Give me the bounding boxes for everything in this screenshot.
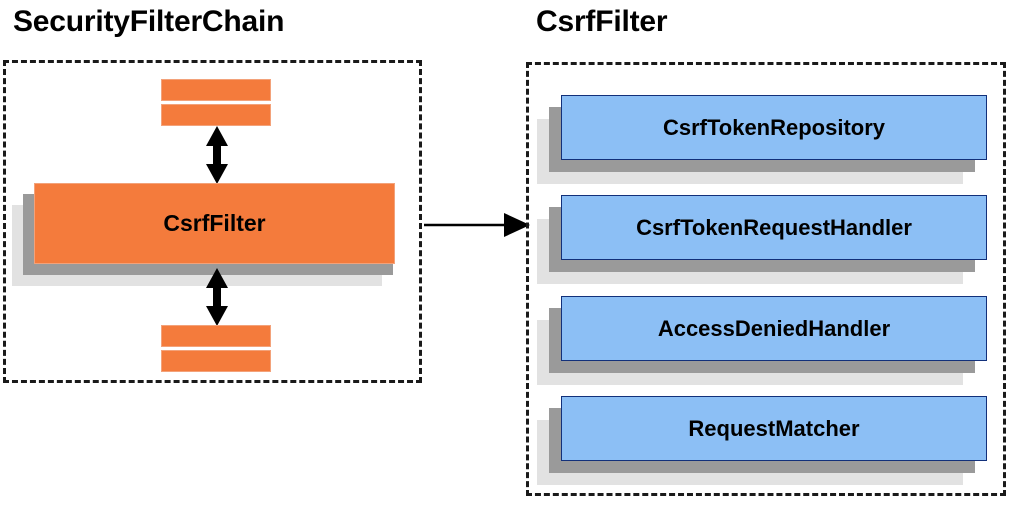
right-panel-title: CsrfFilter: [536, 5, 668, 38]
left-panel-title: SecurityFilterChain: [13, 5, 285, 38]
filter-bar-below-1: [161, 325, 271, 347]
connector-arrow-icon: [424, 213, 530, 237]
double-arrow-above-icon: [206, 126, 228, 184]
collaborator-label: AccessDeniedHandler: [657, 315, 891, 341]
csrf-filter-collaborators-panel: [526, 62, 1006, 496]
collaborator-box-csrf-token-request-handler[interactable]: CsrfTokenRequestHandler: [561, 195, 987, 260]
collaborator-label: CsrfTokenRepository: [662, 114, 886, 140]
filter-bar-above-1: [161, 79, 271, 101]
filter-bar-above-2: [161, 104, 271, 126]
collaborator-box-csrf-token-repository[interactable]: CsrfTokenRepository: [561, 95, 987, 160]
collaborator-label: RequestMatcher: [688, 415, 860, 441]
collaborator-box-request-matcher[interactable]: RequestMatcher: [561, 396, 987, 461]
collaborator-label: CsrfTokenRequestHandler: [636, 214, 912, 240]
collaborator-box-access-denied-handler[interactable]: AccessDeniedHandler: [561, 296, 987, 361]
double-arrow-below-icon: [206, 268, 228, 326]
filter-bar-below-2: [161, 350, 271, 372]
csrf-filter-box[interactable]: CsrfFilter: [34, 183, 395, 264]
csrf-filter-box-label: CsrfFilter: [163, 210, 266, 236]
security-filter-chain-panel: [3, 60, 422, 383]
